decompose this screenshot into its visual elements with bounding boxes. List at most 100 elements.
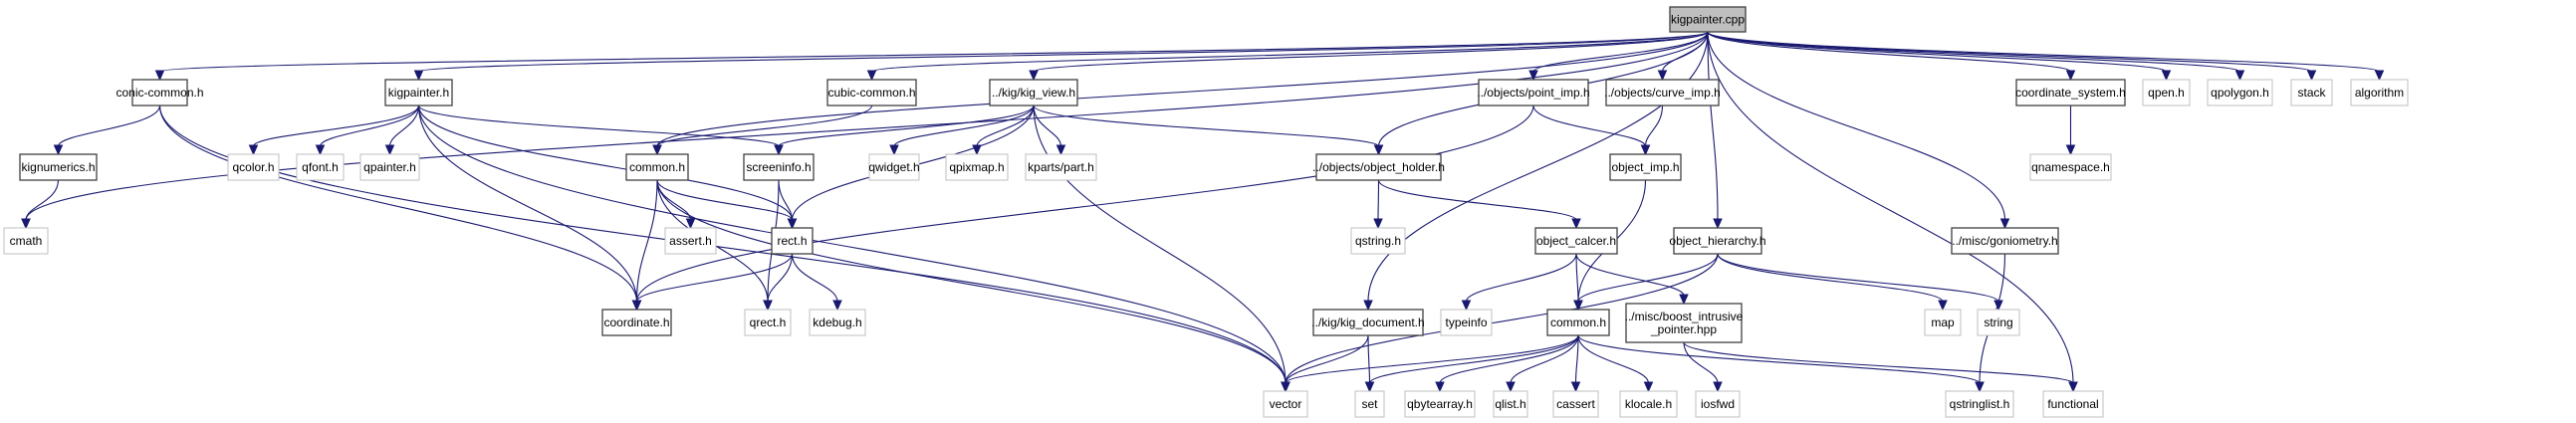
node-kig-view-h[interactable]: ../kig/kig_view.h xyxy=(989,79,1078,106)
node-box xyxy=(809,309,866,336)
node-label: qlist.h xyxy=(1495,397,1525,411)
node-label: iosfwd xyxy=(1701,397,1735,411)
arrowhead-icon xyxy=(1571,218,1581,230)
node-curve-imp-h[interactable]: ../objects/curve_imp.h xyxy=(1604,79,1721,106)
arrowhead-icon xyxy=(413,70,424,82)
arrowhead-icon xyxy=(53,144,64,156)
node-label: qpainter.h xyxy=(363,160,416,174)
node-object-holder-h[interactable]: ../objects/object_holder.h xyxy=(1312,153,1445,181)
arrowhead-icon xyxy=(1506,381,1516,393)
node-box xyxy=(1025,153,1097,181)
edge-object_calcer_h-to-boost_intrusive_pointer_hpp xyxy=(1575,253,1689,306)
node-assert-h: assert.h xyxy=(664,227,717,255)
arrowhead-icon xyxy=(1573,300,1583,312)
node-label: ../misc/boost_intrusive xyxy=(1625,310,1744,323)
node-box xyxy=(1552,390,1599,418)
edge-point_imp_h-to-object_imp_h xyxy=(1532,105,1651,156)
edge-common_h_2-to-qbytearray_h xyxy=(1435,334,1579,393)
node-box xyxy=(771,227,814,255)
node-klocale-h: klocale.h xyxy=(1619,390,1678,418)
node-kignumerics-h[interactable]: kignumerics.h xyxy=(19,153,98,181)
arrowhead-icon xyxy=(832,300,842,312)
node-label: ../misc/goniometry.h xyxy=(1952,234,2057,248)
node-label: qcolor.h xyxy=(232,160,274,174)
node-label: kigpainter.cpp xyxy=(1671,13,1745,27)
node-object-imp-h[interactable]: object_imp.h xyxy=(1609,153,1682,181)
node-box xyxy=(1350,227,1406,255)
node-box xyxy=(1478,79,1589,106)
edge-object_holder_h-to-qstring_h xyxy=(1373,179,1383,230)
edge-kigpainter_cpp-to-stack xyxy=(1707,31,2317,82)
node-label: cmath xyxy=(10,234,43,248)
node-label: common.h xyxy=(629,160,685,174)
node-label: qwidget.h xyxy=(868,160,919,174)
node-kig-document-h[interactable]: ../kig/kig_document.h xyxy=(1311,309,1425,336)
node-stack: stack xyxy=(2290,79,2333,106)
node-common-h-2[interactable]: common.h xyxy=(1546,309,1610,336)
node-rect-h[interactable]: rect.h xyxy=(771,227,814,255)
edge-common_h_1-to-vector xyxy=(656,179,1290,393)
arrowhead-icon xyxy=(1373,144,1384,156)
node-kigpainter-h[interactable]: kigpainter.h xyxy=(384,79,453,106)
node-conic-common-h[interactable]: conic-common.h xyxy=(116,79,204,106)
node-qwidget-h: qwidget.h xyxy=(868,153,920,181)
node-map: map xyxy=(1924,309,1962,336)
node-cmath: cmath xyxy=(3,227,49,255)
arrowhead-icon xyxy=(1643,381,1654,393)
node-label: string xyxy=(1984,316,2012,329)
node-kigpainter-cpp[interactable]: kigpainter.cpp xyxy=(1669,6,1747,33)
node-coordinate-h[interactable]: coordinate.h xyxy=(601,309,672,336)
node-box xyxy=(826,79,917,106)
node-label: coordinate.h xyxy=(603,316,669,329)
node-label: functional xyxy=(2047,397,2098,411)
node-common-h-1[interactable]: common.h xyxy=(625,153,689,181)
node-label: qpolygon.h xyxy=(2211,86,2269,100)
edge-kigpainter_h-to-screeninfo_h xyxy=(417,105,784,156)
node-box xyxy=(2015,79,2126,106)
node-label: ../objects/point_imp.h xyxy=(1477,86,1589,100)
node-coordinate-system-h[interactable]: coordinate_system.h xyxy=(2015,79,2126,106)
node-kdebug-h: kdebug.h xyxy=(809,309,866,336)
edge-boost_intrusive_pointer_hpp-to-iosfwd xyxy=(1683,341,1723,393)
edge-kig_view_h-to-screeninfo_h xyxy=(774,105,1035,156)
node-label: map xyxy=(1931,316,1955,329)
edge-conic_common_h-to-coordinate_h xyxy=(158,105,642,312)
node-label: ../kig/kig_document.h xyxy=(1311,316,1424,329)
node-goniometry-h[interactable]: ../misc/goniometry.h xyxy=(1951,227,2059,255)
node-box xyxy=(19,153,98,181)
node-kparts-part-h: kparts/part.h xyxy=(1025,153,1097,181)
node-qlist-h: qlist.h xyxy=(1493,390,1528,418)
node-box xyxy=(1625,303,1743,343)
node-object-calcer-h[interactable]: object_calcer.h xyxy=(1534,227,1618,255)
edge-point_imp_h-to-coordinate_h xyxy=(631,105,1534,312)
node-object-hierarchy-h[interactable]: object_hierarchy.h xyxy=(1669,227,1766,255)
edge-kigpainter_cpp-to-qpen_h xyxy=(1707,31,2172,82)
edge-kigpainter_cpp-to-coordinate_system_h xyxy=(1707,31,2076,82)
edge-common_h_2-to-qstringlist_h xyxy=(1577,334,1985,393)
arrowhead-icon xyxy=(1999,218,2010,230)
edge-kig_view_h-to-object_holder_h xyxy=(1033,105,1384,156)
node-box xyxy=(1945,390,2014,418)
node-point-imp-h[interactable]: ../objects/point_imp.h xyxy=(1477,79,1590,106)
node-box xyxy=(2350,79,2409,106)
nodes-layer: kigpainter.cpp conic-common.h kigpainter.h… xyxy=(3,6,2409,418)
edge-object_holder_h-to-object_calcer_h xyxy=(1377,179,1581,230)
arrowhead-icon xyxy=(1055,144,1066,156)
node-box xyxy=(227,153,280,181)
node-label: coordinate_system.h xyxy=(2015,86,2126,100)
node-cubic-common-h[interactable]: cubic-common.h xyxy=(826,79,917,106)
node-algorithm: algorithm xyxy=(2350,79,2409,106)
arrowhead-icon xyxy=(787,218,798,230)
edge-kigpainter_h-to-qfont_h xyxy=(315,105,420,156)
node-box xyxy=(1312,309,1424,336)
node-label: kparts/part.h xyxy=(1028,160,1094,174)
node-typeinfo: typeinfo xyxy=(1440,309,1493,336)
arrowhead-icon xyxy=(2234,70,2245,82)
node-vector: vector xyxy=(1263,390,1308,418)
node-screeninfo-h[interactable]: screeninfo.h xyxy=(743,153,815,181)
node-box xyxy=(868,153,920,181)
node-box xyxy=(2290,79,2333,106)
node-box xyxy=(1605,79,1720,106)
node-boost-intrusive-pointer-hpp[interactable]: ../misc/boost_intrusive_pointer.hpp xyxy=(1625,303,1744,343)
arrowhead-icon xyxy=(248,144,259,156)
